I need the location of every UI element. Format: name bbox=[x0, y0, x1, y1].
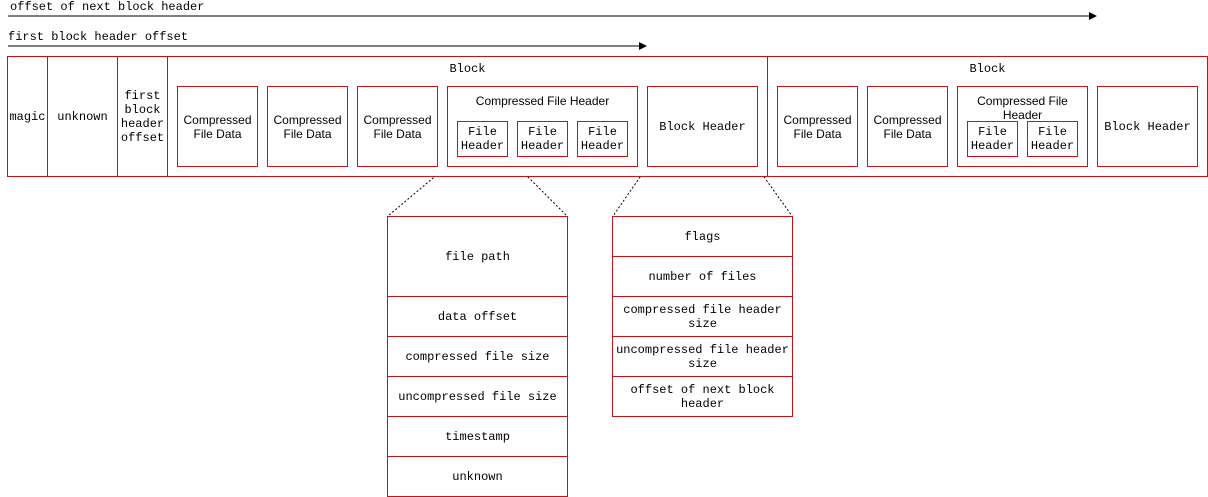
unknown-label: unknown bbox=[57, 109, 108, 124]
block-2-title: Block bbox=[969, 62, 1006, 76]
block-1-file-header-3: File Header bbox=[577, 121, 628, 157]
file-header-field-uncompressed-size: uncompressed file size bbox=[387, 376, 568, 417]
field-label: offset of next block header bbox=[630, 382, 775, 411]
block-1-compressed-file-data-2: Compressed File Data bbox=[267, 86, 348, 167]
block-1-file-header-2: File Header bbox=[517, 121, 568, 157]
file-header-label: File Header bbox=[970, 125, 1015, 153]
compressed-file-header-label: Compressed File Header bbox=[475, 94, 610, 108]
block-header-label: Block Header bbox=[659, 119, 746, 134]
field-label: number of files bbox=[648, 269, 757, 284]
field-label: unknown bbox=[452, 469, 503, 484]
magic-cell: magic bbox=[7, 56, 48, 177]
block-2-file-header-1: File Header bbox=[967, 121, 1018, 157]
block-1-block-header: Block Header bbox=[647, 86, 758, 167]
compressed-file-data-label: Compressed File Data bbox=[273, 112, 342, 141]
block-header-field-number-of-files: number of files bbox=[612, 256, 793, 297]
block-2-block-header: Block Header bbox=[1097, 86, 1198, 167]
block-2-compressed-file-data-1: Compressed File Data bbox=[777, 86, 858, 167]
unknown-cell: unknown bbox=[47, 56, 118, 177]
field-label: file path bbox=[445, 249, 510, 264]
field-label: flags bbox=[684, 229, 721, 244]
compressed-file-header-label: Compressed File Header bbox=[977, 94, 1068, 122]
file-header-field-timestamp: timestamp bbox=[387, 416, 568, 457]
file-header-field-file-path: file path bbox=[387, 216, 568, 297]
block-1-compressed-file-data-1: Compressed File Data bbox=[177, 86, 258, 167]
block-header-field-next-block-offset: offset of next block header bbox=[612, 376, 793, 417]
block-2-compressed-file-data-2: Compressed File Data bbox=[867, 86, 948, 167]
file-header-field-compressed-size: compressed file size bbox=[387, 336, 568, 377]
field-label: uncompressed file header size bbox=[616, 342, 789, 371]
file-header-label: File Header bbox=[580, 125, 625, 153]
file-header-label: File Header bbox=[520, 125, 565, 153]
block-1-title: Block bbox=[449, 62, 486, 76]
field-label: uncompressed file size bbox=[398, 389, 557, 404]
compressed-file-data-label: Compressed File Data bbox=[183, 112, 252, 141]
magic-label: magic bbox=[9, 109, 46, 124]
block-1-compressed-file-data-3: Compressed File Data bbox=[357, 86, 438, 167]
file-header-field-data-offset: data offset bbox=[387, 296, 568, 337]
field-label: compressed file header size bbox=[623, 302, 782, 331]
block-header-field-uncompressed-header-size: uncompressed file header size bbox=[612, 336, 793, 377]
field-label: compressed file size bbox=[405, 349, 550, 364]
file-header-field-unknown: unknown bbox=[387, 456, 568, 497]
first-block-header-offset-cell: first block header offset bbox=[117, 56, 168, 177]
compressed-file-data-label: Compressed File Data bbox=[783, 112, 852, 141]
compressed-file-data-label: Compressed File Data bbox=[873, 112, 942, 141]
block-header-field-compressed-header-size: compressed file header size bbox=[612, 296, 793, 337]
first-block-offset-label: first block header offset bbox=[8, 30, 189, 44]
block-header-label: Block Header bbox=[1104, 119, 1191, 134]
block-header-field-flags: flags bbox=[612, 216, 793, 257]
next-block-offset-label: offset of next block header bbox=[10, 0, 205, 14]
file-header-label: File Header bbox=[1030, 125, 1075, 153]
first-block-header-offset-label: first block header offset bbox=[120, 88, 165, 145]
field-label: data offset bbox=[437, 309, 518, 324]
file-header-label: File Header bbox=[460, 125, 505, 153]
file-header-zoom-line-left bbox=[387, 156, 459, 217]
field-label: timestamp bbox=[445, 429, 510, 444]
compressed-file-data-label: Compressed File Data bbox=[363, 112, 432, 141]
block-2-file-header-2: File Header bbox=[1027, 121, 1078, 157]
block-1-file-header-1: File Header bbox=[457, 121, 508, 157]
